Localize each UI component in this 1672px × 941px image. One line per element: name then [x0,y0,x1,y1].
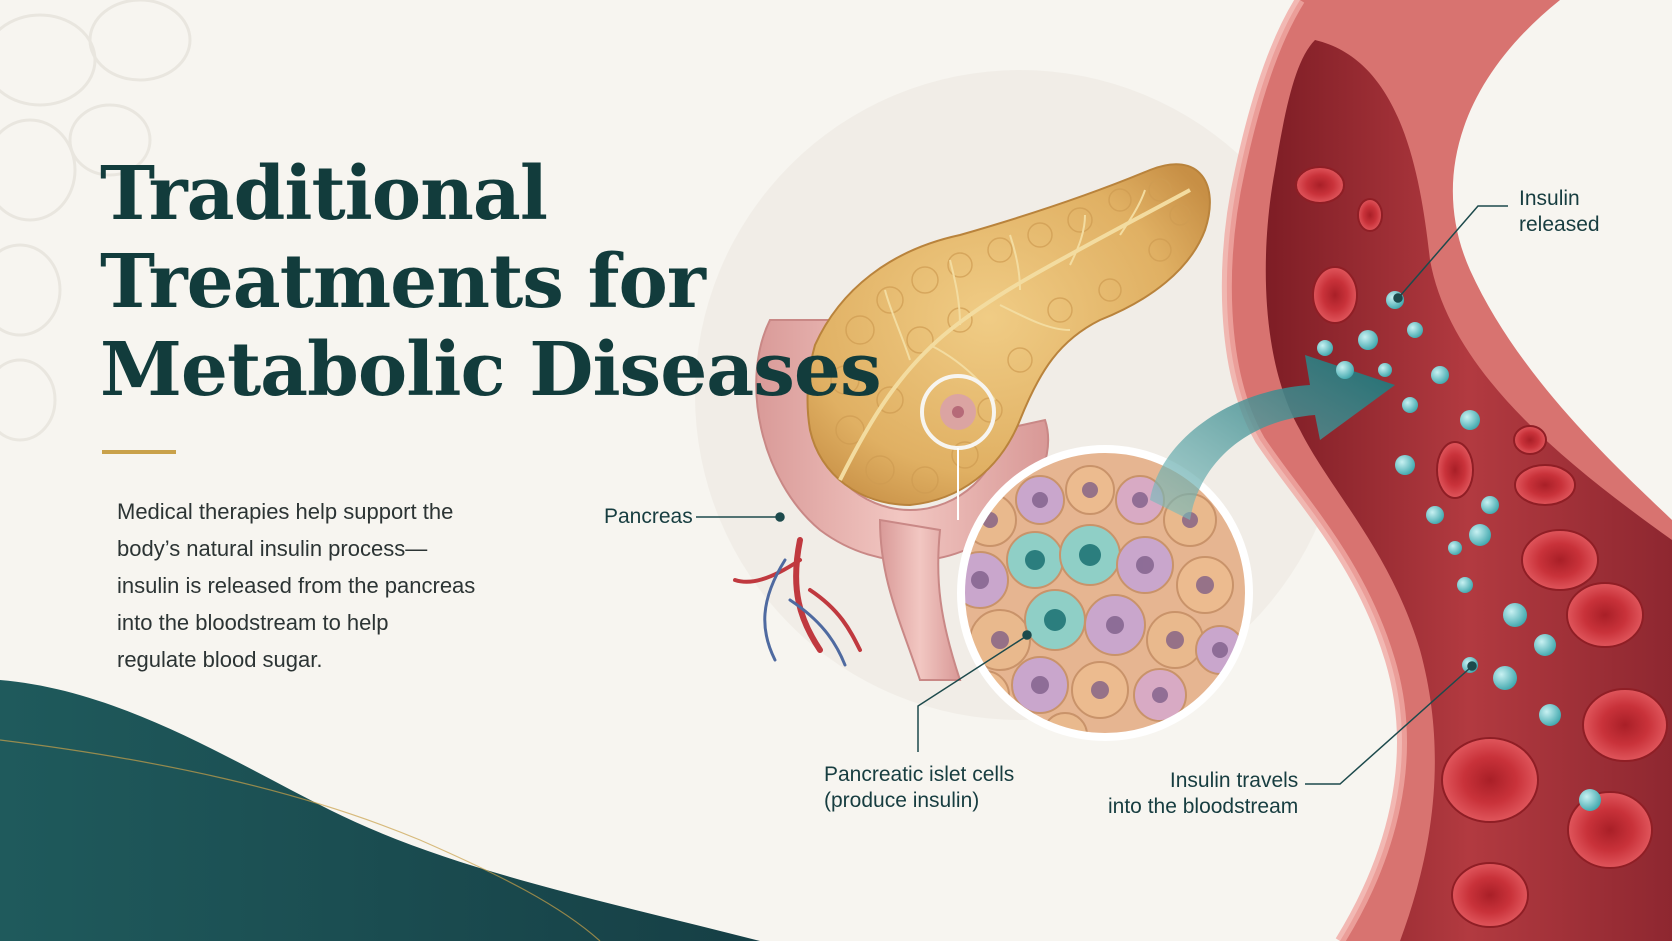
title-line-3: Metabolic Diseases [100,327,882,413]
insulin-flow-arrow [1150,355,1395,520]
red-blood-cells [1295,166,1668,928]
pancreas-texture [830,178,1191,494]
insulin-particles [1317,291,1601,811]
title-line-1: Traditional [100,151,548,237]
label-islet-line-1: Pancreatic islet cells [824,763,1015,786]
teal-wave-shape [0,680,760,941]
blood-vessel-lumen [1265,40,1672,941]
background-cell-pattern [0,0,192,442]
mesenteric-vessels [733,537,862,667]
gold-wave-line [0,739,601,941]
description-line-5: regulate blood sugar. [117,647,323,672]
label-released-line-1: Insulin [1519,187,1580,210]
label-pancreas: Pancreas [604,505,693,528]
callout-lines [696,205,1508,785]
label-travels-line-1: Insulin travels [1169,769,1299,792]
islet-highlight-center [952,406,964,418]
label-released-line-2: released [1519,213,1600,236]
label-islet-line-2: (produce insulin) [824,789,980,812]
page-title: Traditional Treatments for Metabolic Dis… [100,150,882,414]
duodenum-lower [878,518,962,681]
pancreatic-duct [838,188,1191,481]
title-underline [102,450,176,454]
pancreas-organ [806,163,1211,507]
label-insulin-released: Insulin released [1519,186,1600,238]
islet-zoom-ring [959,447,1251,739]
label-insulin-travels: Insulin travels into the bloodstream [1108,768,1298,820]
description-line-2: body’s natural insulin process— [117,536,428,561]
description-line-3: insulin is released from the pancreas [117,573,476,598]
islet-cells-cluster [962,450,1248,736]
vessel-rim-highlight [1221,0,1407,941]
label-travels-line-2: into the bloodstream [1108,795,1299,818]
label-islet-cells: Pancreatic islet cells (produce insulin) [824,762,1014,814]
description-line-1: Medical therapies help support the [117,499,454,524]
description-text: Medical therapies help support the body’… [117,493,517,678]
description-line-4: into the bloodstream to help [117,610,389,635]
duct-branches [884,189,1146,401]
title-line-2: Treatments for [100,239,706,325]
